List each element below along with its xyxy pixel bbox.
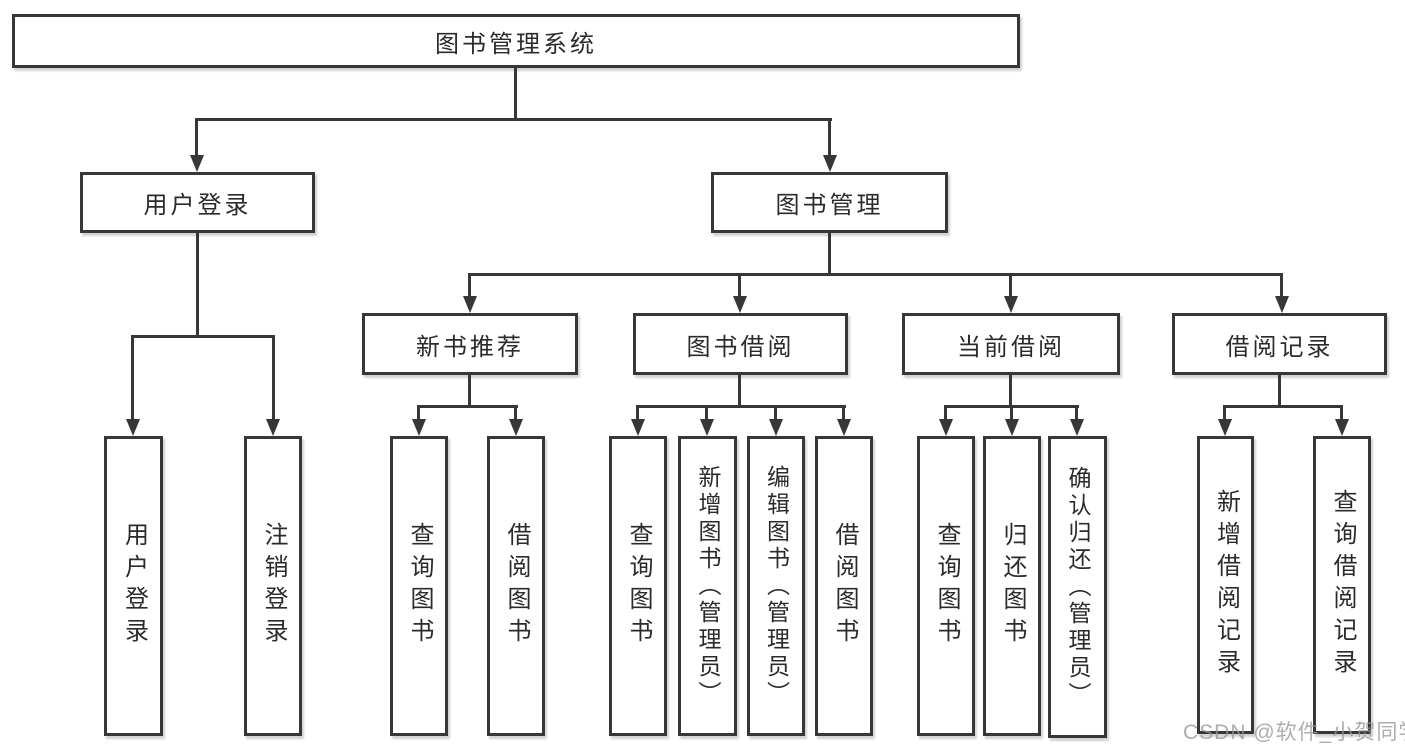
connector-current-drop-1	[944, 405, 947, 421]
leaf-current-return-books-label: 归还图书	[999, 522, 1026, 650]
connector-record-stem	[1278, 375, 1281, 405]
arrow-down-icon	[266, 419, 280, 436]
arrow-down-icon	[1218, 419, 1232, 436]
connector-newbook-stem	[468, 375, 471, 405]
arrow-down-icon	[823, 155, 837, 172]
node-new-book-recommend: 新书推荐	[362, 313, 578, 375]
connector-root-left-drop	[195, 118, 198, 157]
connector-bookmgmt-drop-3	[1009, 273, 1012, 298]
leaf-logout: 注销登录	[244, 436, 302, 736]
arrow-down-icon	[412, 419, 426, 436]
node-library-system: 图书管理系统	[12, 14, 1020, 68]
connector-root-stem	[514, 68, 517, 118]
leaf-borrow-query-books: 查询图书	[609, 436, 667, 736]
leaf-current-return-books: 归还图书	[983, 436, 1041, 736]
leaf-user-login-label: 用户登录	[120, 522, 148, 650]
connector-root-rail	[195, 118, 832, 121]
leaf-current-confirm-return-admin-label: 确认归还（管理员）	[1065, 465, 1091, 709]
leaf-user-login: 用户登录	[104, 436, 163, 736]
arrow-down-icon	[190, 155, 204, 172]
connector-borrow-drop-1	[636, 405, 639, 421]
node-current-borrow-label: 当前借阅	[957, 333, 1065, 361]
leaf-borrow-edit-books-admin: 编辑图书（管理员）	[747, 436, 805, 736]
connector-bookmgmt-stem	[828, 233, 831, 273]
node-new-book-recommend-label: 新书推荐	[416, 333, 524, 361]
connector-borrow-drop-4	[842, 405, 845, 421]
node-book-management-label: 图书管理	[775, 192, 884, 219]
node-user-login-label: 用户登录	[143, 192, 252, 219]
csdn-watermark: CSDN @软件_小贺同学	[1183, 721, 1405, 744]
leaf-current-confirm-return-admin: 确认归还（管理员）	[1048, 436, 1107, 738]
arrow-down-icon	[1004, 296, 1018, 313]
connector-newbook-drop-2	[514, 405, 517, 421]
arrow-down-icon	[1335, 419, 1349, 436]
connector-userlogin-stem	[196, 233, 199, 335]
leaf-record-add-label: 新增借阅记录	[1212, 489, 1240, 681]
connector-newbook-rail	[417, 405, 518, 408]
connector-record-drop-2	[1340, 405, 1343, 421]
connector-current-drop-2	[1010, 405, 1013, 421]
connector-bookmgmt-drop-4	[1280, 273, 1283, 298]
connector-record-rail	[1223, 405, 1343, 408]
leaf-record-add: 新增借阅记录	[1197, 436, 1254, 734]
connector-borrow-stem	[738, 375, 741, 405]
connector-root-right-drop	[828, 118, 831, 157]
arrow-down-icon	[631, 419, 645, 436]
node-user-login: 用户登录	[80, 172, 315, 233]
node-current-borrow: 当前借阅	[902, 313, 1120, 375]
connector-bookmgmt-drop-1	[468, 273, 471, 298]
leaf-record-query: 查询借阅记录	[1313, 436, 1371, 734]
node-library-system-label: 图书管理系统	[435, 30, 597, 58]
leaf-recommend-borrow-books-label: 借阅图书	[503, 522, 530, 650]
arrow-down-icon	[1275, 296, 1289, 313]
arrow-down-icon	[837, 419, 851, 436]
leaf-borrow-borrow-books: 借阅图书	[815, 436, 873, 736]
leaf-recommend-borrow-books: 借阅图书	[487, 436, 545, 736]
leaf-borrow-borrow-books-label: 借阅图书	[831, 522, 858, 650]
connector-borrow-rail	[636, 405, 846, 408]
leaf-logout-label: 注销登录	[260, 522, 287, 650]
node-book-borrow: 图书借阅	[633, 313, 848, 375]
arrow-down-icon	[769, 419, 783, 436]
node-borrow-record: 借阅记录	[1172, 313, 1387, 375]
connector-record-drop-1	[1223, 405, 1226, 421]
node-book-management: 图书管理	[711, 172, 948, 233]
arrow-down-icon	[509, 419, 523, 436]
connector-userlogin-rail	[131, 335, 275, 338]
leaf-borrow-edit-books-admin-label: 编辑图书（管理员）	[763, 464, 790, 708]
leaf-current-query-books-label: 查询图书	[933, 522, 960, 650]
leaf-current-query-books: 查询图书	[917, 436, 975, 736]
node-borrow-record-label: 借阅记录	[1225, 333, 1334, 361]
connector-userlogin-drop-2	[272, 335, 275, 421]
arrow-down-icon	[1070, 419, 1084, 436]
node-book-borrow-label: 图书借阅	[686, 333, 795, 361]
connector-bookmgmt-drop-2	[738, 273, 741, 298]
leaf-recommend-query-books: 查询图书	[390, 436, 448, 736]
arrow-down-icon	[939, 419, 953, 436]
connector-borrow-drop-3	[774, 405, 777, 421]
arrow-down-icon	[733, 296, 747, 313]
leaf-borrow-query-books-label: 查询图书	[625, 522, 652, 650]
leaf-borrow-add-books-admin-label: 新增图书（管理员）	[695, 464, 721, 708]
connector-userlogin-drop-1	[131, 335, 134, 421]
connector-borrow-drop-2	[705, 405, 708, 421]
connector-current-stem	[1009, 375, 1012, 405]
arrow-down-icon	[126, 419, 140, 436]
leaf-borrow-add-books-admin: 新增图书（管理员）	[678, 436, 737, 736]
leaf-record-query-label: 查询借阅记录	[1329, 489, 1356, 681]
leaf-recommend-query-books-label: 查询图书	[406, 522, 433, 650]
arrow-down-icon	[700, 419, 714, 436]
arrow-down-icon	[1005, 419, 1019, 436]
connector-bookmgmt-rail	[468, 273, 1283, 276]
arrow-down-icon	[463, 296, 477, 313]
connector-newbook-drop-1	[417, 405, 420, 421]
connector-current-drop-3	[1075, 405, 1078, 421]
